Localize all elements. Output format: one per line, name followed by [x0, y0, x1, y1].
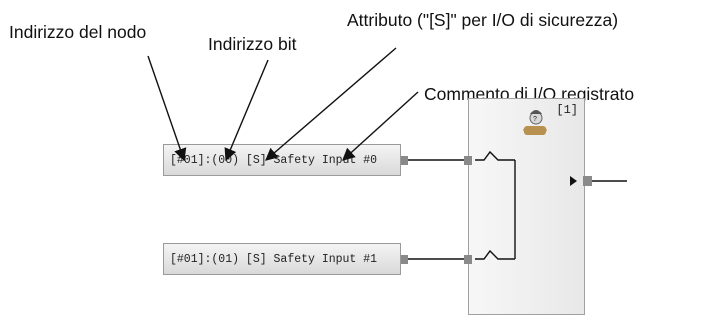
block-input-connector-0 [464, 156, 472, 165]
tag1-connector [401, 255, 408, 264]
io-comment-arrow [342, 91, 419, 161]
output-arrow-icon [570, 176, 577, 186]
bit-address-arrow [224, 59, 269, 162]
attribute-label: Attributo ("[S]" per I/O di sicurezza) [347, 10, 619, 30]
io-tag-text: [#01]:(01) [S] Safety Input #1 [170, 252, 378, 266]
block-output-connector [583, 176, 592, 186]
bit-address-label: Indirizzo bit [208, 34, 297, 54]
tag0-connector [401, 156, 408, 165]
attribute-arrow [265, 47, 397, 161]
safety-input-tag-1[interactable]: [#01]:(01) [S] Safety Input #1 [163, 243, 401, 275]
svg-text:?: ? [533, 116, 537, 123]
node-address-label: Indirizzo del nodo [9, 22, 147, 42]
operator-person-icon: ? [523, 110, 547, 135]
block-input-connector-1 [464, 255, 472, 264]
input-contact-symbol-1 [475, 249, 515, 260]
input-contact-symbol-0 [475, 150, 515, 161]
node-address-arrow [147, 55, 187, 162]
block-index: [1] [556, 103, 578, 117]
safety-input-tag-0[interactable]: [#01]:(00) [S] Safety Input #0 [163, 144, 401, 176]
